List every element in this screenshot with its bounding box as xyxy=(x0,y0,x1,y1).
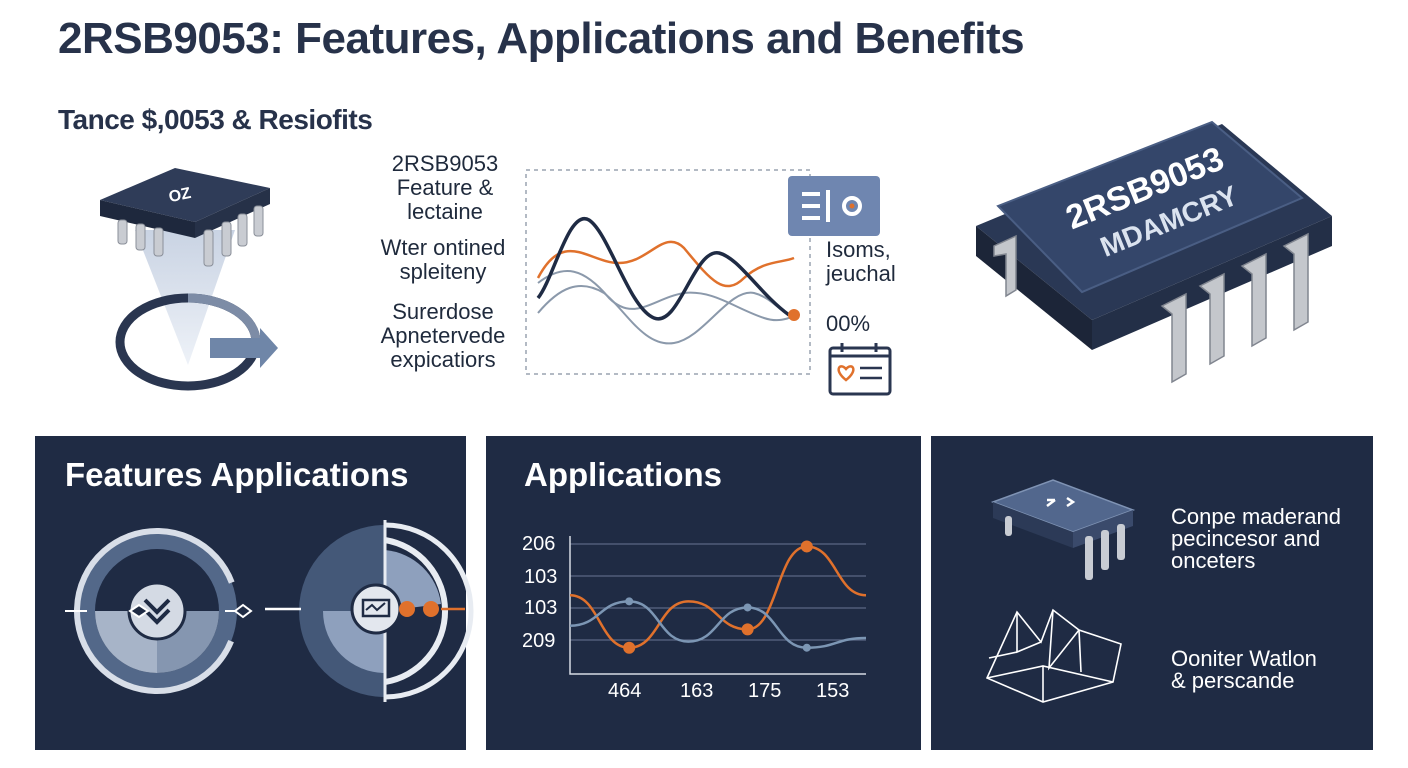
page-subtitle: Tance $,0053 & Resiofits xyxy=(58,104,373,135)
x-tick-label: 464 xyxy=(608,680,642,702)
features-panel-title: Features Applications xyxy=(65,456,409,493)
wave-line-navy xyxy=(536,216,791,321)
calendar-heart-icon xyxy=(828,343,892,396)
x-tick-label: 175 xyxy=(748,680,782,702)
small-chip xyxy=(100,168,270,222)
series-line-0 xyxy=(569,545,867,649)
wave-line-gray xyxy=(537,270,795,322)
x-tick-label: 153 xyxy=(816,680,850,702)
wave-marker xyxy=(788,309,800,321)
small-chip-icon xyxy=(990,479,1136,580)
chart-axes xyxy=(569,536,866,675)
chip-marking: OZ xyxy=(167,185,192,206)
y-tick-label: 103 xyxy=(524,566,558,588)
wireframe-device-icon xyxy=(985,608,1122,703)
series-point xyxy=(623,641,636,654)
series-point xyxy=(741,623,754,636)
series-point xyxy=(802,643,811,652)
chart-percent: 00% xyxy=(826,311,871,336)
wave-line-gray-2 xyxy=(537,284,797,345)
y-tick-label: 206 xyxy=(522,533,556,555)
features-panel: Features Applications xyxy=(35,436,474,750)
wave-line-orange xyxy=(536,240,795,288)
y-tick-label: 103 xyxy=(524,597,558,619)
applications-line-chart xyxy=(569,536,867,675)
chip-projection-illustration: OZ xyxy=(100,168,278,391)
series-point xyxy=(743,603,752,612)
series-point xyxy=(800,540,813,553)
stats-icon xyxy=(788,176,880,236)
feature-wave-chart xyxy=(525,169,811,375)
features-icons xyxy=(65,520,474,702)
series-point xyxy=(625,597,634,606)
chart-side-label: Isoms,jeuchal xyxy=(826,237,896,286)
applications-panel-title: Applications xyxy=(524,456,723,493)
arrow-right-icon xyxy=(210,328,278,368)
applications-panel: Applications 206 103 103 209 464 163 175… xyxy=(486,436,921,750)
x-tick-label: 163 xyxy=(680,680,714,702)
memory-chip-illustration: 2RSB9053 MDAMCRY xyxy=(976,120,1332,384)
y-tick-label: 209 xyxy=(522,630,556,652)
page-title: 2RSB9053: Features, Applications and Ben… xyxy=(58,14,1025,63)
benefit-item-2: Ooniter Watlon& perscande xyxy=(1171,646,1317,693)
